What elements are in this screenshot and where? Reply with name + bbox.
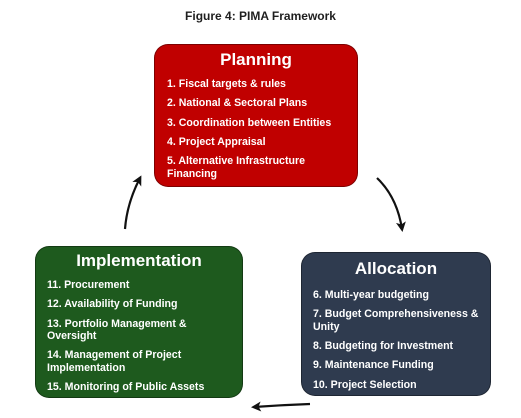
- curved-arrow-icon: [251, 401, 311, 412]
- list-item: 2. National & Sectoral Plans: [167, 97, 308, 110]
- list-item: 7. Budget Comprehensiveness & Unity: [313, 308, 479, 333]
- list-item: 10. Project Selection: [313, 378, 417, 391]
- list-item: 14. Management of Project Implementation: [47, 349, 182, 374]
- allocation-heading: Allocation: [354, 259, 438, 278]
- allocation-list: 6. Multi-year budgeting 7. Budget Compre…: [302, 289, 490, 391]
- list-item: 1. Fiscal targets & rules: [167, 78, 286, 90]
- planning-list: 1. Fiscal targets & rules 2. National & …: [155, 78, 357, 180]
- list-item: 15. Monitoring of Public Assets: [47, 381, 205, 394]
- planning-heading: Planning: [220, 50, 292, 69]
- list-item: 13. Portfolio Management & Oversight: [47, 317, 187, 343]
- implementation-box: Implementation 11. Procurement 12. Avail…: [35, 246, 243, 398]
- list-item: 5. Alternative Infrastructure Financing: [167, 155, 305, 180]
- implementation-heading: Implementation: [76, 251, 202, 270]
- list-item: 6. Multi-year budgeting: [313, 289, 429, 301]
- list-item: 11. Procurement: [47, 279, 130, 291]
- list-item: 3. Coordination between Entities: [167, 116, 332, 129]
- allocation-box: Allocation 6. Multi-year budgeting 7. Bu…: [301, 252, 491, 396]
- list-item: 4. Project Appraisal: [167, 135, 266, 148]
- curved-arrow-icon: [376, 177, 406, 232]
- list-item: 12. Availability of Funding: [47, 298, 178, 311]
- curved-arrow-icon: [123, 175, 142, 230]
- planning-box: Planning 1. Fiscal targets & rules 2. Na…: [154, 44, 358, 187]
- list-item: 9. Maintenance Funding: [313, 359, 434, 372]
- list-item: 8. Budgeting for Investment: [313, 340, 454, 353]
- implementation-list: 11. Procurement 12. Availability of Fund…: [36, 279, 242, 394]
- figure-title: Figure 4: PIMA Framework: [185, 9, 336, 23]
